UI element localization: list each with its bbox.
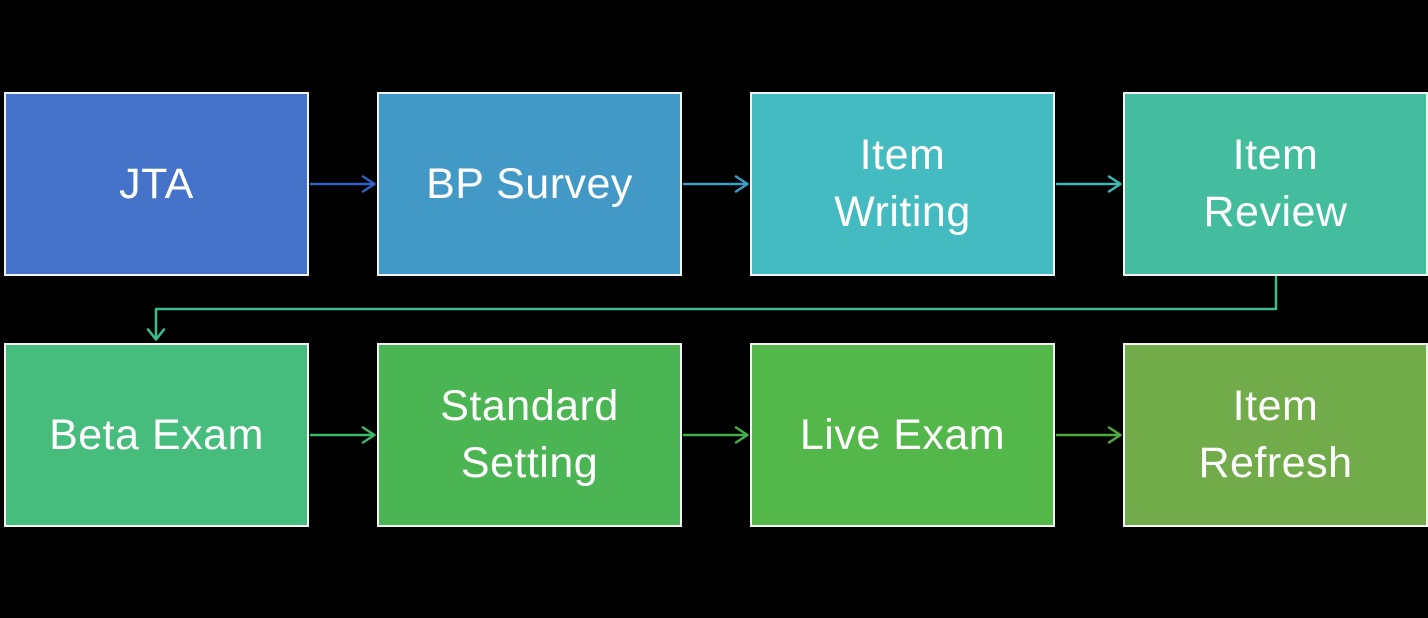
- beta-exam-to-standard-setting-arrow: [309, 426, 376, 444]
- flowchart-box-standard-setting: Standard Setting: [377, 343, 682, 527]
- item-review-to-beta-exam-connector: [146, 275, 1278, 341]
- flowchart-box-jta: JTA: [4, 92, 309, 276]
- flowchart-box-live-exam: Live Exam: [750, 343, 1055, 527]
- box-label-item-writing: Item Writing: [834, 131, 971, 236]
- item-writing-to-item-review-arrow: [1055, 175, 1122, 193]
- box-label-beta-exam: Beta Exam: [49, 410, 264, 459]
- live-exam-to-item-refresh-arrow: [1055, 426, 1122, 444]
- flowchart-box-bp-survey: BP Survey: [377, 92, 682, 276]
- box-label-live-exam: Live Exam: [799, 410, 1006, 459]
- flowchart-box-beta-exam: Beta Exam: [4, 343, 309, 527]
- bp-survey-to-item-writing-arrow: [682, 175, 749, 193]
- flowchart-box-item-writing: Item Writing: [750, 92, 1055, 276]
- flowchart-box-item-refresh: Item Refresh: [1123, 343, 1428, 527]
- flowchart-box-item-review: Item Review: [1123, 92, 1428, 276]
- box-label-bp-survey: BP Survey: [426, 159, 633, 208]
- standard-setting-to-live-exam-arrow: [682, 426, 749, 444]
- jta-to-bp-survey-arrow: [309, 175, 376, 193]
- box-label-standard-setting: Standard Setting: [440, 382, 619, 487]
- box-label-item-refresh: Item Refresh: [1198, 382, 1353, 487]
- box-label-jta: JTA: [119, 159, 194, 208]
- box-label-item-review: Item Review: [1203, 131, 1348, 236]
